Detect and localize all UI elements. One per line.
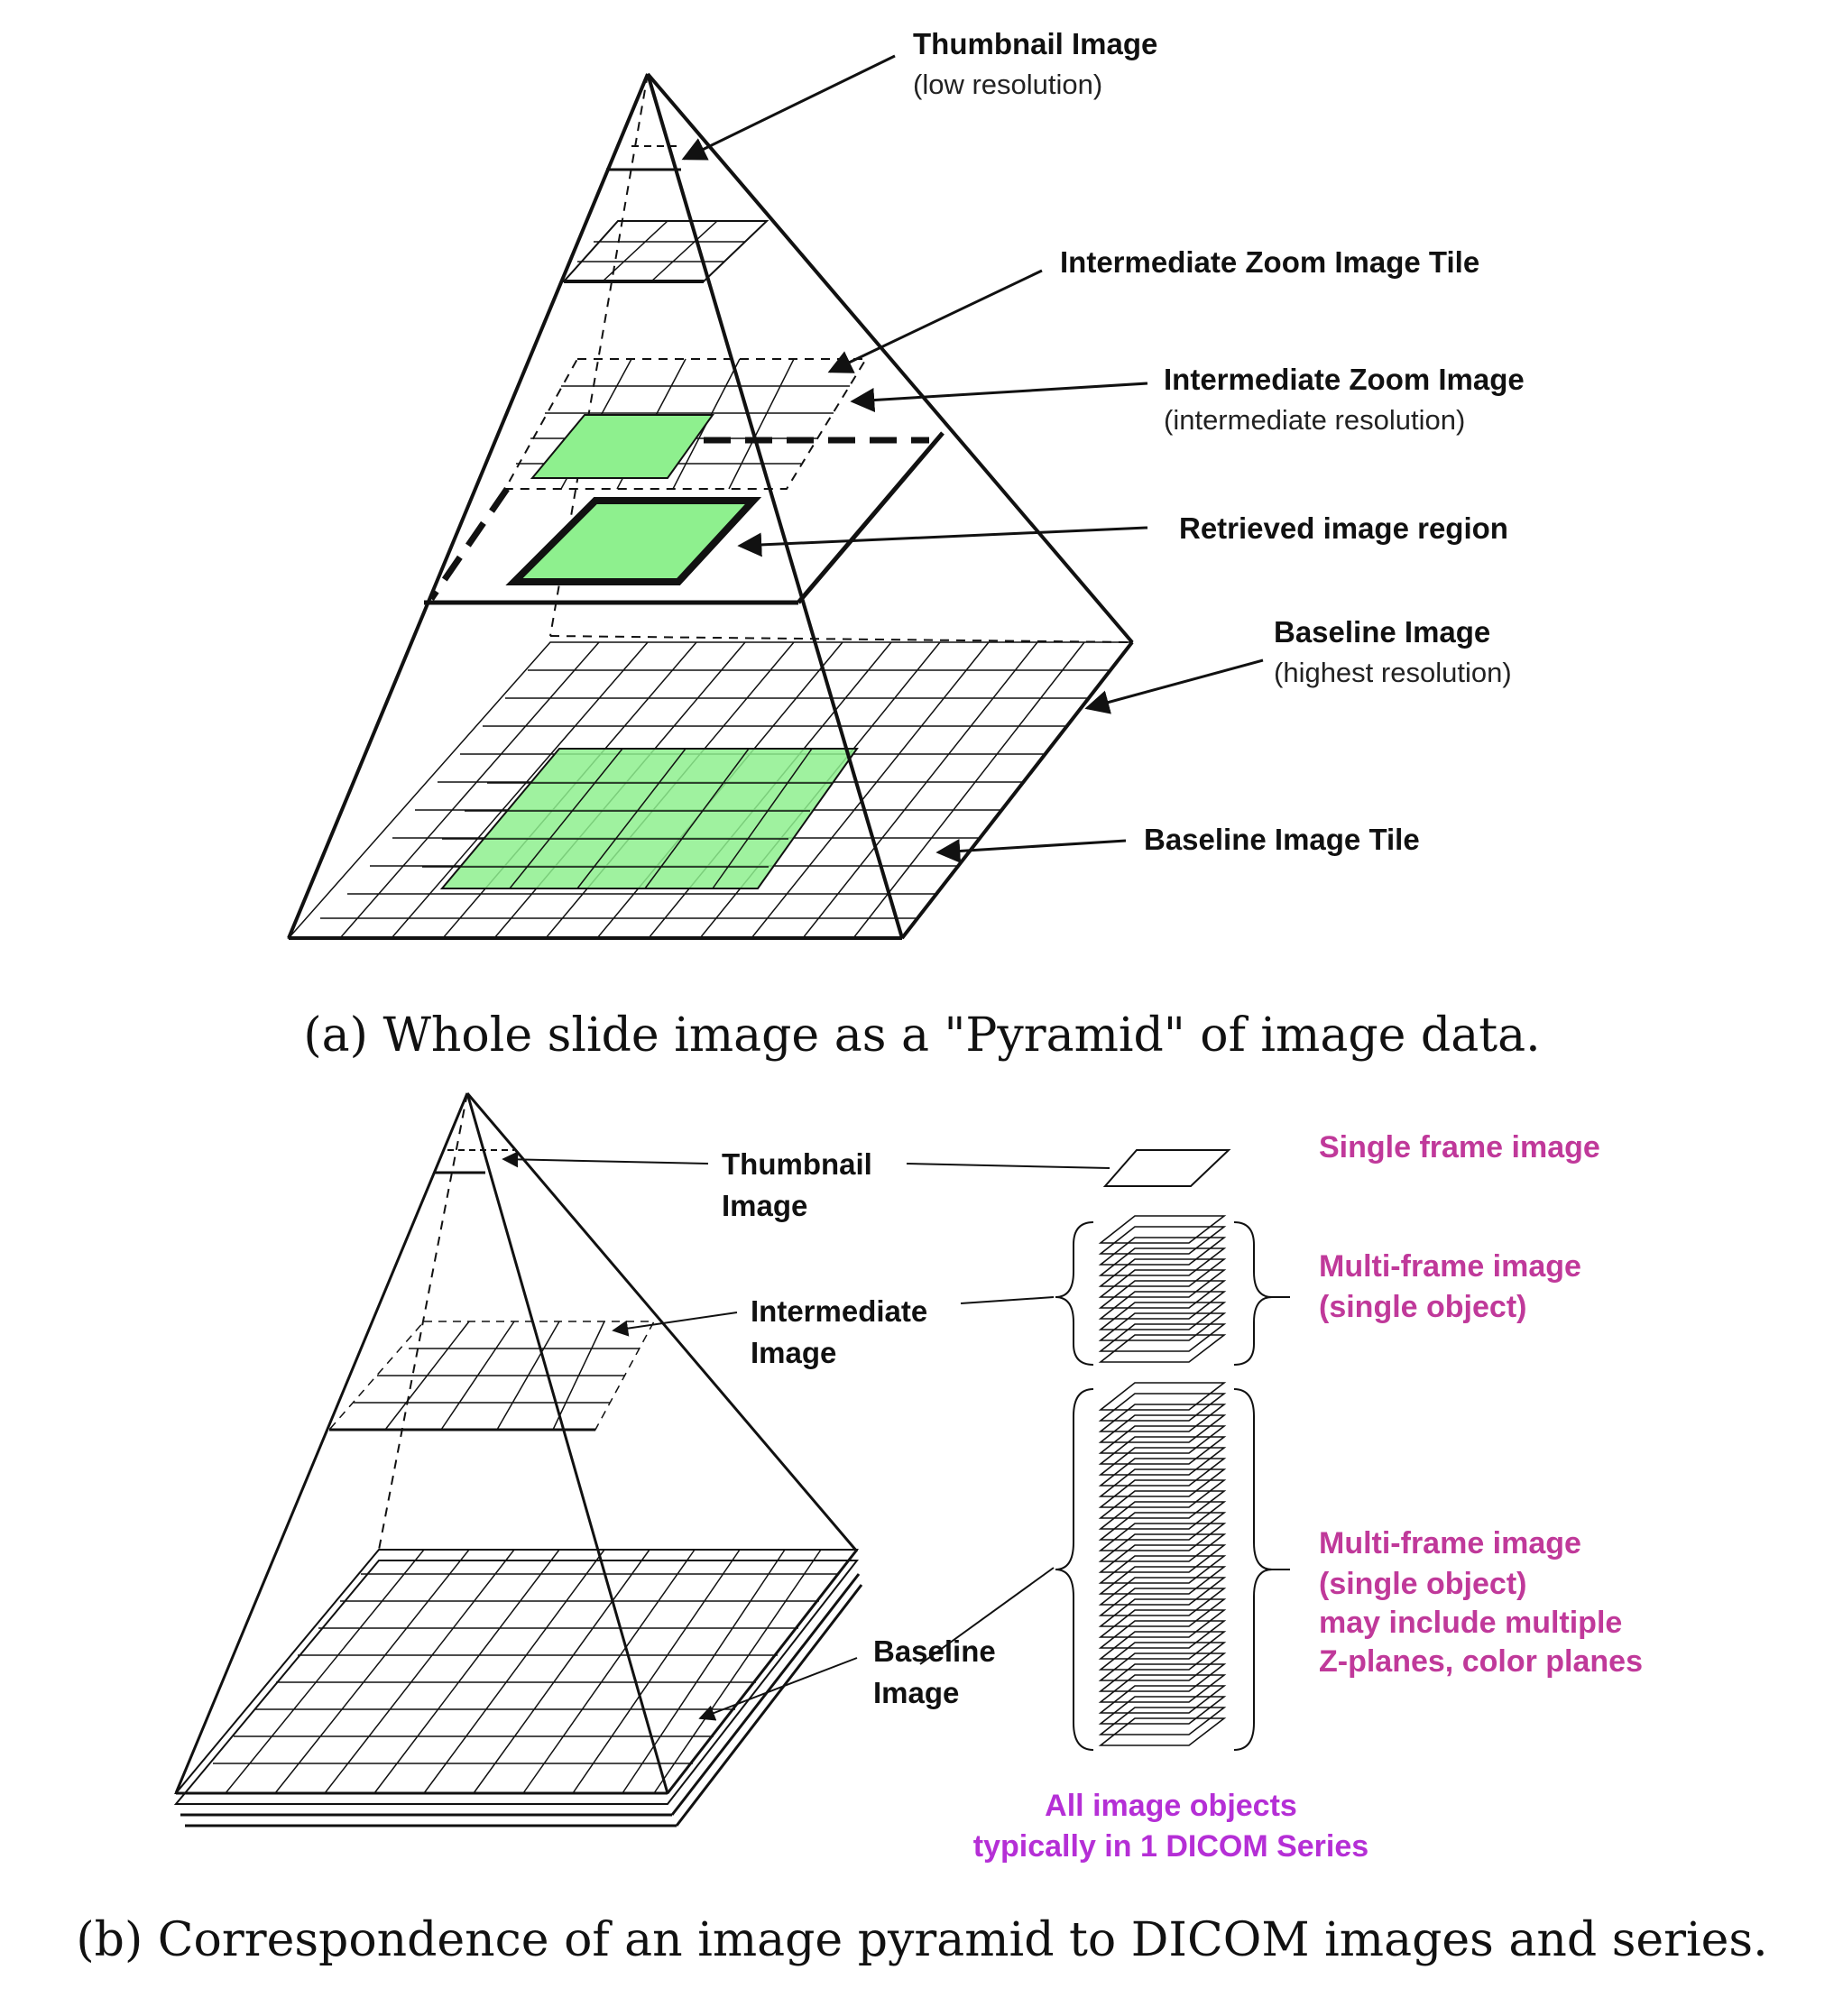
bracket-left-2 <box>1055 1388 1094 1751</box>
multi-frame-2-line2: (single object) <box>1319 1567 1526 1601</box>
multi-frame-1-line2: (single object) <box>1319 1290 1526 1324</box>
pyramid-b-callouts <box>502 1151 1110 1721</box>
series-note-line1: All image objects <box>1045 1789 1297 1823</box>
retrieved-region-label: Retrieved image region <box>1179 511 1508 545</box>
intermediate-b-label-line1: Intermediate <box>751 1294 927 1328</box>
intermediate-level-b <box>327 1321 656 1431</box>
single-frame-plane <box>1102 1149 1231 1187</box>
multi-frame-1-line1: Multi-frame image <box>1319 1249 1581 1284</box>
baseline-level-b <box>173 1549 863 1827</box>
thumbnail-sublabel: (low resolution) <box>913 69 1102 100</box>
baseline-b-label-line1: Baseline <box>873 1634 996 1668</box>
intermediate-tile-label: Intermediate Zoom Image Tile <box>1060 245 1479 279</box>
pyramid-a-callouts <box>681 54 1264 863</box>
pyramid-a-labels: Thumbnail Image (low resolution) Interme… <box>913 27 1525 856</box>
baseline-tile-label: Baseline Image Tile <box>1144 823 1420 856</box>
retrieved-image-region <box>505 497 762 585</box>
multi-frame-2-line3: may include multiple <box>1319 1606 1622 1640</box>
single-frame-label: Single frame image <box>1319 1130 1600 1164</box>
bracket-right-1 <box>1233 1221 1273 1366</box>
intermediate-zoom-level <box>503 358 929 490</box>
intermediate-highlight-tiles <box>530 414 714 479</box>
caption-a: (a) Whole slide image as a "Pyramid" of … <box>303 1008 1540 1063</box>
pyramid-a <box>287 54 1264 940</box>
caption-b: (b) Correspondence of an image pyramid t… <box>76 1913 1767 1967</box>
thumbnail-level <box>606 145 681 171</box>
retrieved-region-slab <box>424 431 945 605</box>
baseline-image-label: Baseline Image <box>1274 615 1490 649</box>
pyramid-b-labels: Thumbnail Image Intermediate Image Basel… <box>722 1130 1643 1864</box>
thumbnail-level-b <box>435 1149 514 1174</box>
intermediate-b-label-line2: Image <box>751 1336 836 1369</box>
level-2 <box>561 220 769 283</box>
multi-frame-stack-1 <box>1055 1215 1273 1366</box>
multi-frame-2-line1: Multi-frame image <box>1319 1526 1581 1560</box>
baseline-level <box>287 641 1134 939</box>
hidden-base-edge <box>549 635 1133 643</box>
bracket-left-1 <box>1055 1221 1094 1366</box>
projection-dashed-left <box>428 487 510 601</box>
baseline-b-label-line2: Image <box>873 1676 959 1709</box>
series-note-line2: typically in 1 DICOM Series <box>973 1829 1368 1864</box>
thumbnail-label: Thumbnail Image <box>913 27 1157 60</box>
thumbnail-b-label-line1: Thumbnail <box>722 1147 872 1181</box>
pyramid-b <box>173 1092 1110 1827</box>
multi-frame-stack-2 <box>1055 1382 1273 1751</box>
intermediate-image-label: Intermediate Zoom Image <box>1164 363 1525 396</box>
intermediate-image-sublabel: (intermediate resolution) <box>1164 404 1465 436</box>
baseline-image-sublabel: (highest resolution) <box>1274 657 1512 688</box>
bracket-right-2 <box>1233 1388 1273 1751</box>
multi-frame-2-line4: Z-planes, color planes <box>1319 1644 1643 1679</box>
thumbnail-b-label-line2: Image <box>722 1189 807 1222</box>
